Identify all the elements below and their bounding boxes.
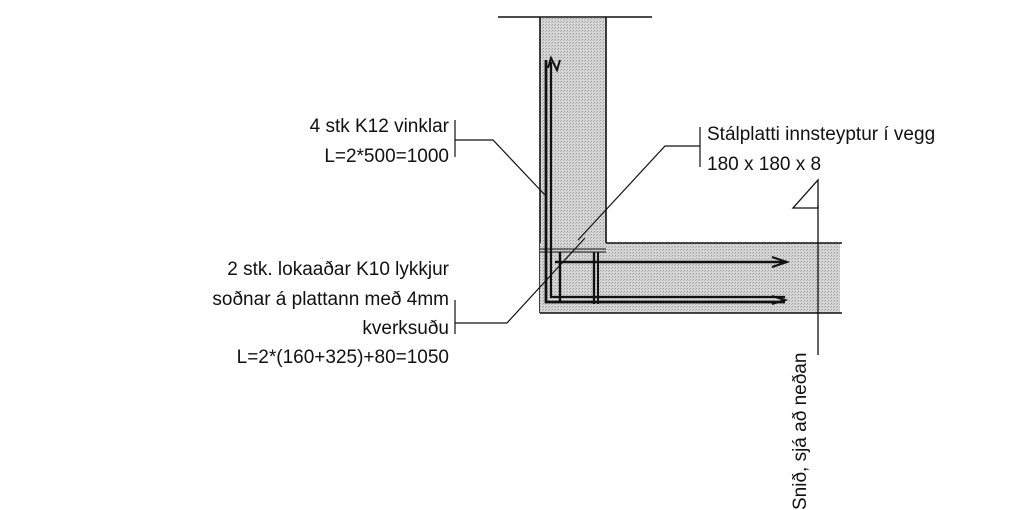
lykkjur-label-line2: soðnar á plattann með 4mm	[212, 289, 449, 310]
k12-angle-bars	[544, 55, 789, 305]
lykkjur-label-line4: L=2*(160+325)+80=1050	[237, 347, 449, 368]
platti-label-line1: Stálplatti innsteyptur í vegg	[707, 124, 935, 145]
k10-loops	[555, 252, 791, 304]
loop-arrow-icon	[771, 256, 791, 268]
vinklar-label-line1: 4 stk K12 vinklar	[310, 116, 450, 137]
leader-vinklar-diag	[455, 139, 546, 196]
vinklar-label-line2: L=2*500=1000	[324, 146, 449, 167]
section-note-label: Snið, sjá að neðan	[790, 353, 811, 510]
leader-lines	[454, 120, 701, 334]
leader-platti-diag	[577, 145, 700, 241]
angle-bar-outer	[544, 60, 785, 304]
leader-lykkjur-diag	[455, 237, 586, 324]
angle-bar-inner	[549, 62, 785, 299]
lykkjur-label-line3: kverksuðu	[362, 318, 449, 339]
angle-bar-arrow-icon	[771, 295, 789, 305]
lykkjur-label-line1: 2 stk. lokaaðar K10 lykkjur	[227, 259, 449, 280]
section-arrow-icon	[791, 178, 819, 209]
platti-label-line2: 180 x 180 x 8	[707, 154, 821, 175]
angle-bar-hook-top	[547, 55, 561, 73]
section-cut-marker	[791, 178, 819, 355]
